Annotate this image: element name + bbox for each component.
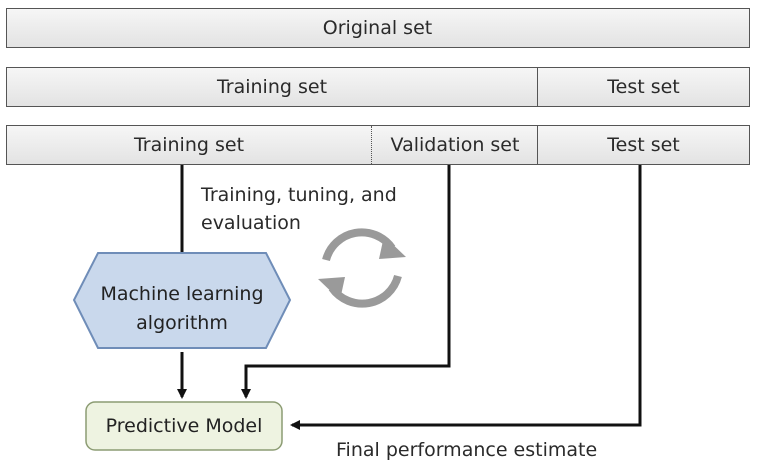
algorithm-label: Machine learning algorithm [74,268,290,350]
test-to-model-arrow [290,165,642,430]
algorithm-hexagon [72,252,292,349]
process-label-line2: evaluation [201,212,301,234]
cycle-icon [318,228,406,308]
split-training-label: Training set [216,76,328,98]
validation-to-model-arrow [241,165,451,399]
model-label: Predictive Model [105,415,263,437]
cv-training-label: Training set [133,134,245,156]
original-set-bar: Original set [6,8,750,48]
algorithm-label-line1: Machine learning [100,283,264,305]
cv-test-label: Test set [537,126,749,164]
original-set-label: Original set [322,17,433,39]
model-box [85,401,283,451]
process-label-line1: Training, tuning, and [201,184,397,206]
cv-bar: Training set Validation set Test set [6,125,750,165]
final-performance-label: Final performance estimate [336,439,598,461]
algorithm-label-line2: algorithm [136,312,228,334]
split-bar: Training set Test set [6,67,750,107]
cv-validation-label: Validation set [371,126,538,164]
split-test-label: Test set [537,68,749,106]
